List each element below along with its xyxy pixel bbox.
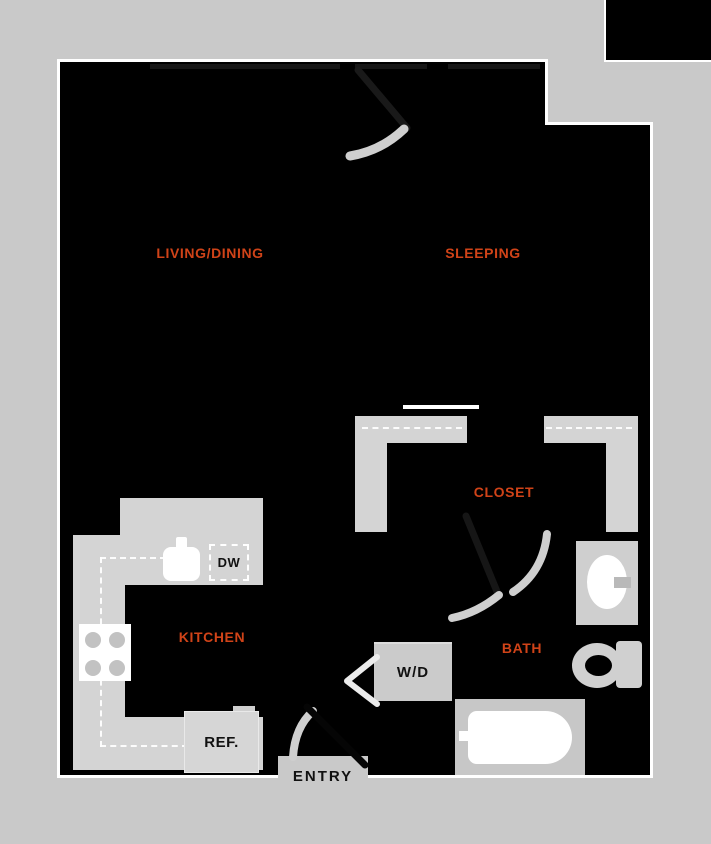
- closet-opening-edge: [403, 405, 479, 409]
- window-line: [150, 64, 340, 69]
- burner: [85, 632, 101, 648]
- burner: [109, 632, 125, 648]
- room-label-closet: CLOSET: [473, 484, 535, 500]
- bathtub: [455, 699, 585, 775]
- unit-body-left: [60, 62, 545, 775]
- refrigerator-label: REF.: [204, 733, 239, 751]
- window-line: [355, 64, 427, 69]
- bathroom-vanity: [576, 541, 638, 625]
- bathtub-faucet: [459, 731, 475, 741]
- room-label-living: LIVING/DINING: [156, 245, 264, 261]
- burner: [109, 660, 125, 676]
- counter-edge-dashed: [100, 557, 166, 559]
- stove: [79, 624, 131, 681]
- counter-edge-dashed: [100, 745, 188, 747]
- corner-block: [606, 0, 711, 60]
- toilet-bowl-inner: [585, 655, 612, 676]
- vanity-faucet: [614, 577, 631, 588]
- room-label-bath: BATH: [501, 640, 543, 656]
- kitchen-sink-faucet: [176, 537, 187, 552]
- washer-dryer-box: W/D: [374, 642, 452, 701]
- dishwasher-box: DW: [209, 544, 249, 581]
- room-label-kitchen: KITCHEN: [178, 629, 246, 645]
- washer-dryer-label: W/D: [396, 664, 430, 681]
- wardrobe-right-side: [606, 416, 638, 532]
- burner: [85, 660, 101, 676]
- kitchen-sink: [163, 547, 200, 581]
- room-label-sleeping: SLEEPING: [445, 245, 521, 261]
- refrigerator-tab: [233, 706, 255, 714]
- bathtub-interior: [468, 711, 572, 764]
- window-line: [448, 64, 540, 69]
- closet-rod-dashed: [362, 427, 462, 429]
- entry-label: ENTRY: [292, 768, 354, 785]
- wardrobe-left-side: [355, 416, 387, 532]
- refrigerator-box: REF.: [185, 712, 258, 772]
- dishwasher-label: DW: [217, 555, 241, 570]
- closet-rod-dashed: [546, 427, 632, 429]
- kitchen-upper-cabinet: [120, 498, 263, 537]
